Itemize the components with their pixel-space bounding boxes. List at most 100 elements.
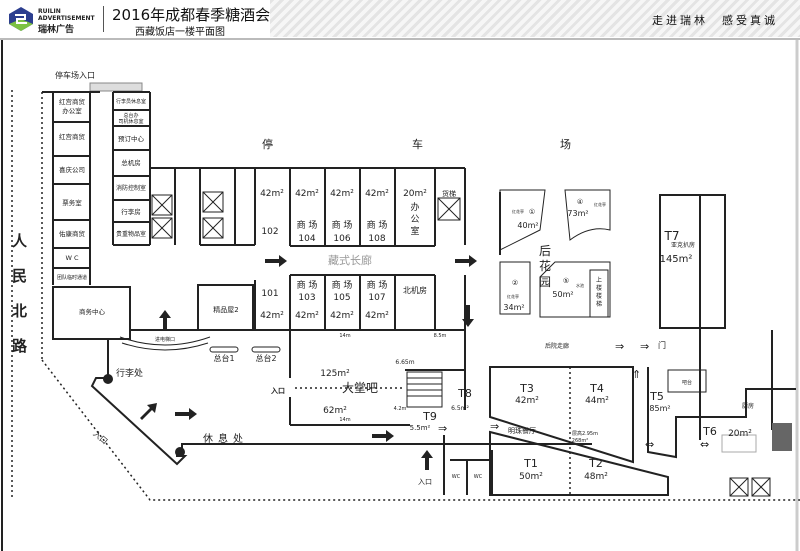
svg-text:6.65m: 6.65m [395, 359, 414, 366]
elevator-entry-label: 进电梯口 [155, 336, 175, 343]
svg-text:层高2.95m: 层高2.95m [572, 430, 598, 437]
svg-text:42m²: 42m² [515, 396, 539, 406]
svg-text:园: 园 [539, 275, 551, 289]
gate [89, 82, 143, 92]
svg-text:商 场: 商 场 [367, 279, 388, 291]
svg-text:6.5m²: 6.5m² [451, 405, 469, 412]
svg-text:20m²: 20m² [403, 189, 427, 199]
svg-text:50m²: 50m² [552, 290, 573, 299]
svg-text:楼: 楼 [596, 292, 602, 300]
svg-text:后院走廊: 后院走廊 [545, 342, 569, 350]
svg-text:车: 车 [412, 137, 423, 151]
svg-text:73m²: 73m² [567, 209, 588, 218]
svg-text:⇒: ⇒ [438, 422, 447, 435]
svg-text:消防控制室: 消防控制室 [116, 184, 146, 192]
svg-text:场: 场 [560, 137, 571, 151]
svg-text:商 场: 商 场 [367, 219, 388, 231]
svg-text:红花亭: 红花亭 [512, 208, 524, 214]
page-subtitle: 西藏饭店一楼平面图 [135, 27, 225, 38]
parking-entrance-label: 停车场入口 [55, 70, 95, 80]
slogan: 走进瑞林 感受真诚 [652, 14, 778, 27]
svg-text:62m²: 62m² [323, 406, 347, 416]
svg-text:107: 107 [368, 293, 385, 303]
svg-text:34m²: 34m² [503, 303, 524, 312]
svg-text:吧台: 吧台 [682, 379, 692, 386]
parking-label: 停车场 [262, 137, 571, 151]
svg-text:贵重物品室: 贵重物品室 [116, 230, 146, 238]
svg-text:T6: T6 [702, 425, 717, 438]
svg-text:停: 停 [262, 137, 273, 151]
svg-text:W C: W C [65, 254, 78, 262]
svg-text:预订中心: 预订中心 [118, 134, 145, 143]
svg-text:票务室: 票务室 [62, 198, 82, 207]
svg-text:北: 北 [12, 302, 27, 320]
svg-text:红花亭: 红花亭 [507, 293, 519, 299]
svg-text:梯: 梯 [596, 300, 602, 308]
svg-text:公: 公 [410, 214, 419, 225]
svg-text:⑤: ⑤ [563, 277, 569, 285]
ruilin-logo-icon [9, 7, 33, 31]
svg-text:40m²: 40m² [517, 221, 538, 230]
bar-counter [667, 369, 707, 393]
svg-text:总台办: 总台办 [123, 112, 138, 119]
t6-room [721, 434, 757, 453]
svg-text:货梯: 货梯 [442, 189, 456, 198]
svg-text:商 场: 商 场 [332, 279, 353, 291]
svg-text:④: ④ [577, 198, 583, 206]
svg-text:⇔: ⇔ [700, 438, 709, 451]
svg-text:团队临时通道: 团队临时通道 [57, 274, 87, 281]
svg-text:42m²: 42m² [295, 189, 319, 199]
svg-text:办: 办 [410, 201, 419, 213]
svg-text:⇔: ⇔ [645, 438, 654, 451]
svg-text:T1: T1 [523, 457, 538, 470]
divider [103, 6, 104, 32]
svg-text:行李房: 行李房 [121, 207, 141, 216]
svg-text:红宫商贸: 红宫商贸 [59, 97, 86, 106]
svg-text:入口: 入口 [418, 478, 432, 486]
svg-text:花: 花 [539, 258, 551, 273]
svg-text:T3: T3 [519, 382, 534, 395]
elevator-icon [729, 477, 771, 497]
svg-text:T8: T8 [457, 387, 472, 400]
luggage-label: 行李处 [116, 367, 143, 379]
svg-text:T9: T9 [422, 410, 437, 423]
svg-text:大堂吧: 大堂吧 [342, 381, 378, 395]
svg-text:亚克扒房: 亚克扒房 [671, 241, 695, 249]
svg-text:20m²: 20m² [728, 429, 752, 439]
svg-text:14m: 14m [339, 417, 350, 423]
freight-elevator-icon [437, 197, 461, 221]
svg-text:行李员休息室: 行李员休息室 [116, 98, 146, 105]
elevator-icon [151, 191, 224, 239]
front-desk-1 [209, 346, 239, 353]
svg-text:125m²: 125m² [320, 369, 350, 379]
svg-text:商 场: 商 场 [297, 219, 318, 231]
svg-text:WC: WC [452, 474, 461, 480]
arrow-icon [140, 255, 477, 470]
svg-text:108: 108 [368, 234, 385, 244]
svg-text:42m²: 42m² [260, 311, 284, 321]
svg-text:人: 人 [12, 232, 28, 250]
svg-text:T2: T2 [588, 457, 603, 470]
svg-text:104: 104 [298, 234, 315, 244]
pillar [103, 374, 113, 384]
svg-text:105: 105 [333, 293, 350, 303]
svg-text:102: 102 [261, 227, 278, 237]
header-pattern [270, 0, 800, 37]
svg-text:106: 106 [333, 234, 350, 244]
svg-text:101: 101 [261, 289, 278, 299]
svg-text:门: 门 [658, 340, 666, 350]
svg-text:②: ② [512, 279, 518, 287]
svg-text:WC: WC [474, 474, 483, 480]
svg-text:商务中心: 商务中心 [79, 307, 106, 316]
svg-text:⇒: ⇒ [640, 340, 649, 353]
svg-text:⇒: ⇒ [490, 420, 499, 433]
svg-text:42m²: 42m² [330, 189, 354, 199]
svg-text:44m²: 44m² [585, 396, 609, 406]
svg-text:103: 103 [298, 293, 315, 303]
svg-text:入口: 入口 [270, 387, 285, 395]
svg-text:⇑: ⇑ [632, 368, 641, 381]
svg-text:5.5m²: 5.5m² [410, 424, 431, 432]
